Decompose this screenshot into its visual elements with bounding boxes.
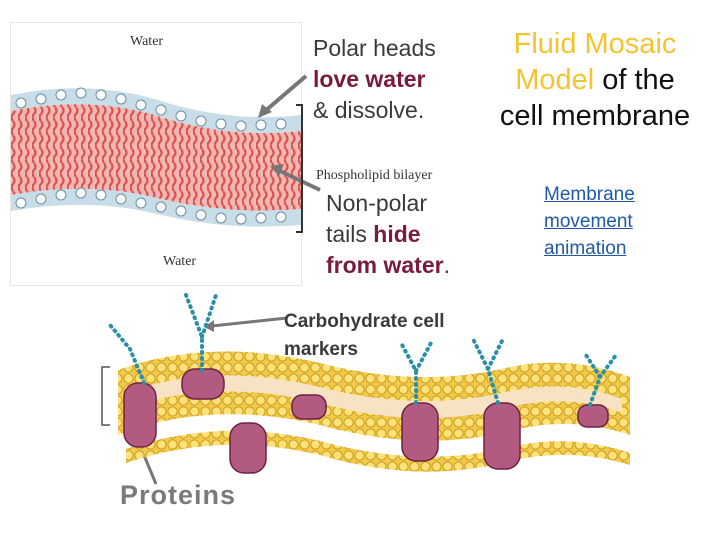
page-title: Fluid Mosaic Model of the cell membrane <box>480 26 710 134</box>
link-line-2: movement <box>544 211 633 232</box>
bilayer-bracket <box>296 104 303 233</box>
polar-line-2: love water <box>313 66 426 92</box>
fluid-mosaic-illustration <box>101 293 630 474</box>
phospholipid-bilayer-label: Phospholipid bilayer <box>316 168 433 183</box>
non-polar-tails-text: Non-polar tails hide from water. <box>326 188 450 281</box>
title-of-the: of the <box>594 64 675 96</box>
link-line-3: animation <box>544 238 627 259</box>
nonpolar-from-water: from water <box>326 252 444 278</box>
nonpolar-tails: tails <box>326 221 374 247</box>
carbohydrate-arrow <box>211 316 288 328</box>
title-model: Model <box>515 64 595 96</box>
nonpolar-hide: hide <box>373 221 421 247</box>
carb-line-2: markers <box>284 339 358 360</box>
polar-line-3: & dissolve. <box>313 97 425 123</box>
bilayer-diagram <box>10 22 302 286</box>
proteins-label: Proteins <box>120 480 237 510</box>
title-line-3: cell membrane <box>499 100 691 132</box>
link-line-1: Membrane <box>544 184 635 205</box>
carb-line-1: Carbohydrate cell <box>284 311 445 332</box>
nonpolar-line-1: Non-polar <box>326 190 427 216</box>
carbohydrate-markers-label: Carbohydrate cell markers <box>284 308 445 364</box>
nonpolar-line-3: from water. <box>326 250 450 281</box>
polar-heads-arrow <box>262 74 308 114</box>
nonpolar-line-2: tails hide <box>326 219 450 250</box>
title-line-2: Model of the <box>480 62 710 98</box>
polar-heads-text: Polar heads love water & dissolve. <box>313 33 436 126</box>
water-bottom-label: Water <box>163 254 197 269</box>
nonpolar-period: . <box>443 252 450 278</box>
title-line-1: Fluid Mosaic <box>513 28 677 60</box>
bilayer-illustration <box>11 87 301 227</box>
water-top-label: Water <box>130 34 164 49</box>
membrane-animation-link[interactable]: Membrane movement animation <box>544 181 635 262</box>
non-polar-tails-arrow <box>277 168 321 192</box>
polar-line-1: Polar heads <box>313 35 436 61</box>
